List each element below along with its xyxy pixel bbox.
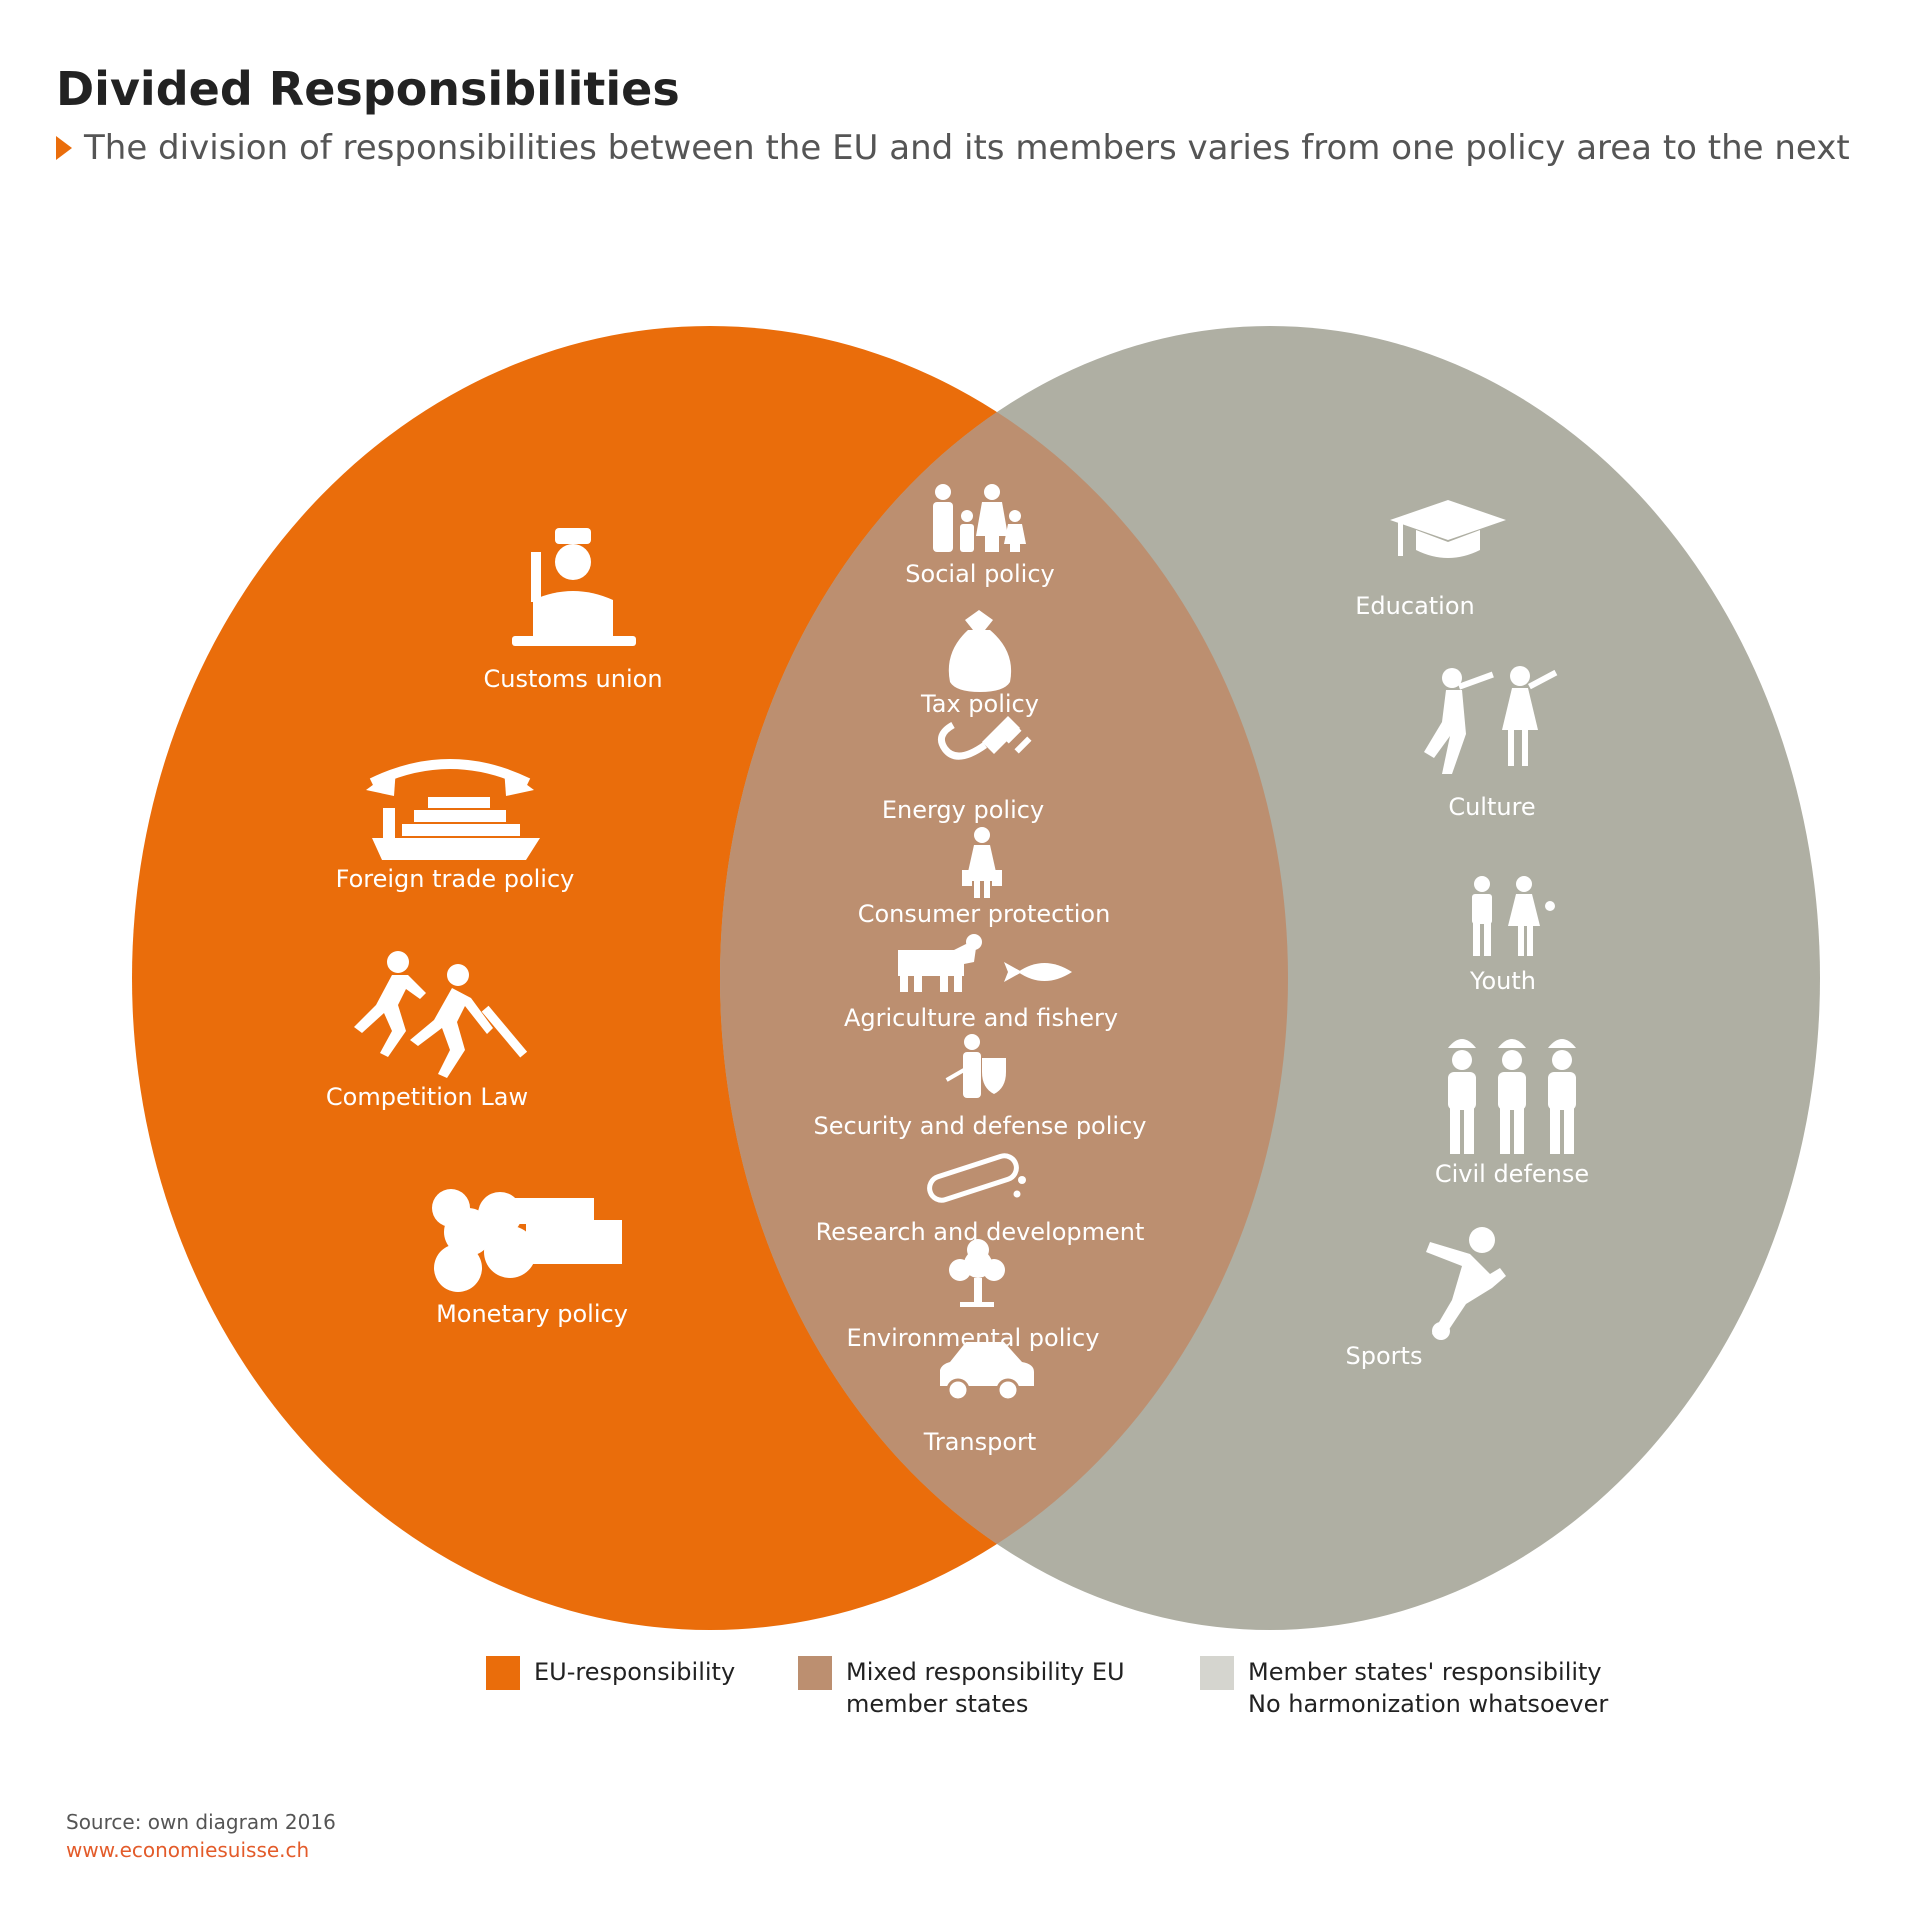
triangle-bullet-icon	[56, 136, 72, 160]
eu-item-customs-union: Customs union	[483, 665, 663, 693]
young-couple-icon	[1472, 876, 1555, 956]
mixed-item-social-policy: Social policy	[905, 560, 1055, 588]
shopper-icon	[962, 827, 1002, 898]
legend-item-member: Member states' responsibility No harmoni…	[1200, 1656, 1608, 1720]
mixed-item-research-and-development: Research and development	[815, 1218, 1145, 1246]
graduation-cap-icon	[1390, 500, 1506, 558]
member-item-education: Education	[1355, 592, 1475, 620]
legend-swatch-mixed	[798, 1656, 832, 1690]
legend-text-mixed: Mixed responsibility EU member states	[846, 1658, 1125, 1718]
soldier-shield-icon	[945, 1034, 1006, 1098]
member-item-youth: Youth	[1470, 967, 1536, 995]
coins-and-notes-icon	[432, 1189, 622, 1292]
member-item-culture: Culture	[1448, 793, 1536, 821]
legend-text-member: Member states' responsibility No harmoni…	[1248, 1658, 1609, 1718]
tree-icon	[949, 1239, 1005, 1307]
power-plug-icon	[937, 716, 1032, 760]
mixed-item-security-and-defense: Security and defense policy	[813, 1112, 1147, 1140]
mixed-item-tax-policy: Tax policy	[921, 690, 1039, 718]
member-item-sports: Sports	[1345, 1342, 1423, 1370]
eu-item-foreign-trade-policy: Foreign trade policy	[335, 865, 575, 893]
car-icon	[940, 1342, 1034, 1402]
cargo-ship-icon	[366, 759, 540, 860]
legend-text-eu: EU-responsibility	[534, 1658, 736, 1686]
mixed-item-transport: Transport	[923, 1428, 1037, 1456]
eu-item-monetary-policy: Monetary policy	[436, 1300, 628, 1328]
mixed-item-consumer-protection: Consumer protection	[857, 900, 1111, 928]
customs-officer-icon	[512, 528, 636, 646]
legend-item-eu: EU-responsibility	[486, 1656, 735, 1690]
legend-swatch-member	[1200, 1656, 1234, 1690]
mixed-item-environmental-policy: Environmental policy	[846, 1324, 1100, 1352]
actors-icon	[1424, 666, 1558, 774]
test-tube-icon	[927, 1153, 1026, 1203]
subtitle-text: The division of responsibilities between…	[84, 128, 1850, 168]
workers-icon	[1448, 1039, 1576, 1154]
mixed-item-agriculture-and-fishery: Agriculture and fishery	[843, 1004, 1119, 1032]
subtitle: The division of responsibilities between…	[56, 128, 1850, 168]
page-title: Divided Responsibilities	[56, 62, 680, 116]
member-item-civil-defense: Civil defense	[1434, 1160, 1590, 1188]
source-note: Source: own diagram 2016 www.economiesui…	[66, 1808, 336, 1864]
runners-icon	[354, 951, 528, 1078]
family-icon	[933, 484, 1026, 552]
cow-and-fish-icon	[898, 934, 1072, 992]
source-url-link[interactable]: www.economiesuisse.ch	[66, 1838, 310, 1862]
source-text: Source: own diagram 2016	[66, 1810, 336, 1834]
football-player-icon	[1426, 1227, 1506, 1340]
legend-swatch-eu	[486, 1656, 520, 1690]
money-bag-icon	[948, 610, 1012, 692]
legend-item-mixed: Mixed responsibility EU member states	[798, 1656, 1125, 1720]
eu-item-competition-law: Competition Law	[325, 1083, 529, 1111]
mixed-item-energy-policy: Energy policy	[881, 796, 1045, 824]
